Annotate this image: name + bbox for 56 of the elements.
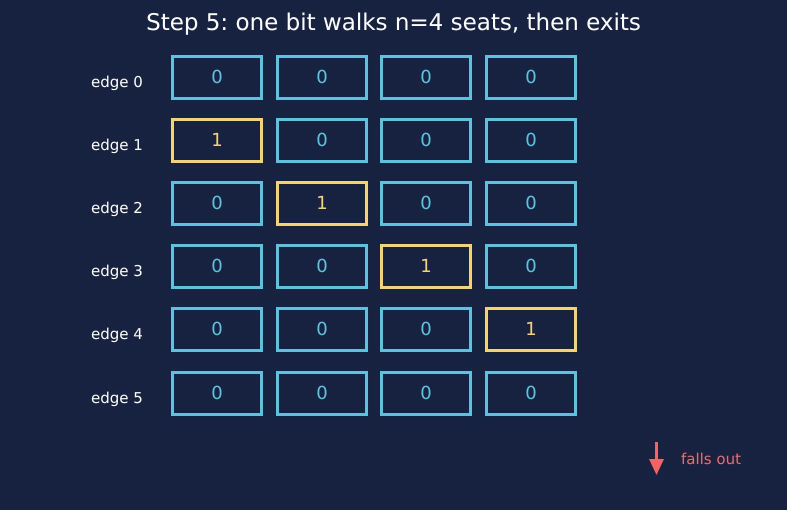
seat-slot bbox=[380, 55, 472, 100]
bit-value: 0 bbox=[525, 383, 537, 404]
seat-slot bbox=[485, 371, 577, 416]
bit-value: 0 bbox=[211, 193, 223, 214]
row-label: edge 3 bbox=[91, 262, 143, 280]
bit-value: 0 bbox=[316, 319, 328, 340]
bit-value: 0 bbox=[316, 383, 328, 404]
bit-value: 0 bbox=[420, 383, 432, 404]
row-label: edge 0 bbox=[91, 72, 143, 90]
seat-slot bbox=[380, 307, 472, 352]
seat-slot bbox=[485, 118, 577, 163]
seat-slot bbox=[171, 244, 263, 289]
bit-value: 1 bbox=[211, 130, 223, 151]
bit-value: 0 bbox=[420, 193, 432, 214]
row-label: edge 5 bbox=[91, 388, 143, 406]
seat-slot bbox=[380, 118, 472, 163]
bit-value: 0 bbox=[525, 256, 537, 277]
bit-value: 1 bbox=[525, 319, 537, 340]
seat-slot bbox=[380, 244, 472, 289]
row-label: edge 4 bbox=[91, 324, 143, 342]
bit-value: 0 bbox=[211, 319, 223, 340]
bit-value: 0 bbox=[211, 67, 223, 88]
seat-slot bbox=[171, 371, 263, 416]
seat-slot bbox=[171, 307, 263, 352]
seat-slot bbox=[485, 55, 577, 100]
bit-value: 0 bbox=[316, 67, 328, 88]
bit-value: 0 bbox=[525, 193, 537, 214]
seat-slot bbox=[276, 307, 368, 352]
row-label: edge 2 bbox=[91, 198, 143, 216]
row-label: edge 1 bbox=[91, 136, 143, 154]
seat-slot bbox=[485, 244, 577, 289]
seat-slot bbox=[171, 55, 263, 100]
bit-value: 0 bbox=[211, 256, 223, 277]
bit-value: 0 bbox=[316, 130, 328, 151]
bit-value: 0 bbox=[420, 67, 432, 88]
seat-slot bbox=[485, 307, 577, 352]
bit-value: 0 bbox=[420, 319, 432, 340]
bit-value: 0 bbox=[525, 130, 537, 151]
seat-slot bbox=[276, 55, 368, 100]
seat-slot bbox=[171, 118, 263, 163]
bit-value: 1 bbox=[420, 256, 432, 277]
bit-value: 0 bbox=[420, 130, 432, 151]
seat-slot bbox=[276, 244, 368, 289]
seat-slot bbox=[276, 118, 368, 163]
legend-label: falls out bbox=[681, 450, 741, 468]
bit-value: 0 bbox=[316, 256, 328, 277]
bit-value: 1 bbox=[316, 193, 328, 214]
title: Step 5: one bit walks n=4 seats, then exits bbox=[146, 9, 641, 38]
seat-slot bbox=[171, 181, 263, 226]
bit-value: 0 bbox=[525, 67, 537, 88]
seat-slot bbox=[380, 181, 472, 226]
seat-slot bbox=[485, 181, 577, 226]
seat-slot bbox=[380, 371, 472, 416]
bit-value: 0 bbox=[211, 383, 223, 404]
seat-slot bbox=[276, 371, 368, 416]
seat-slot bbox=[276, 181, 368, 226]
